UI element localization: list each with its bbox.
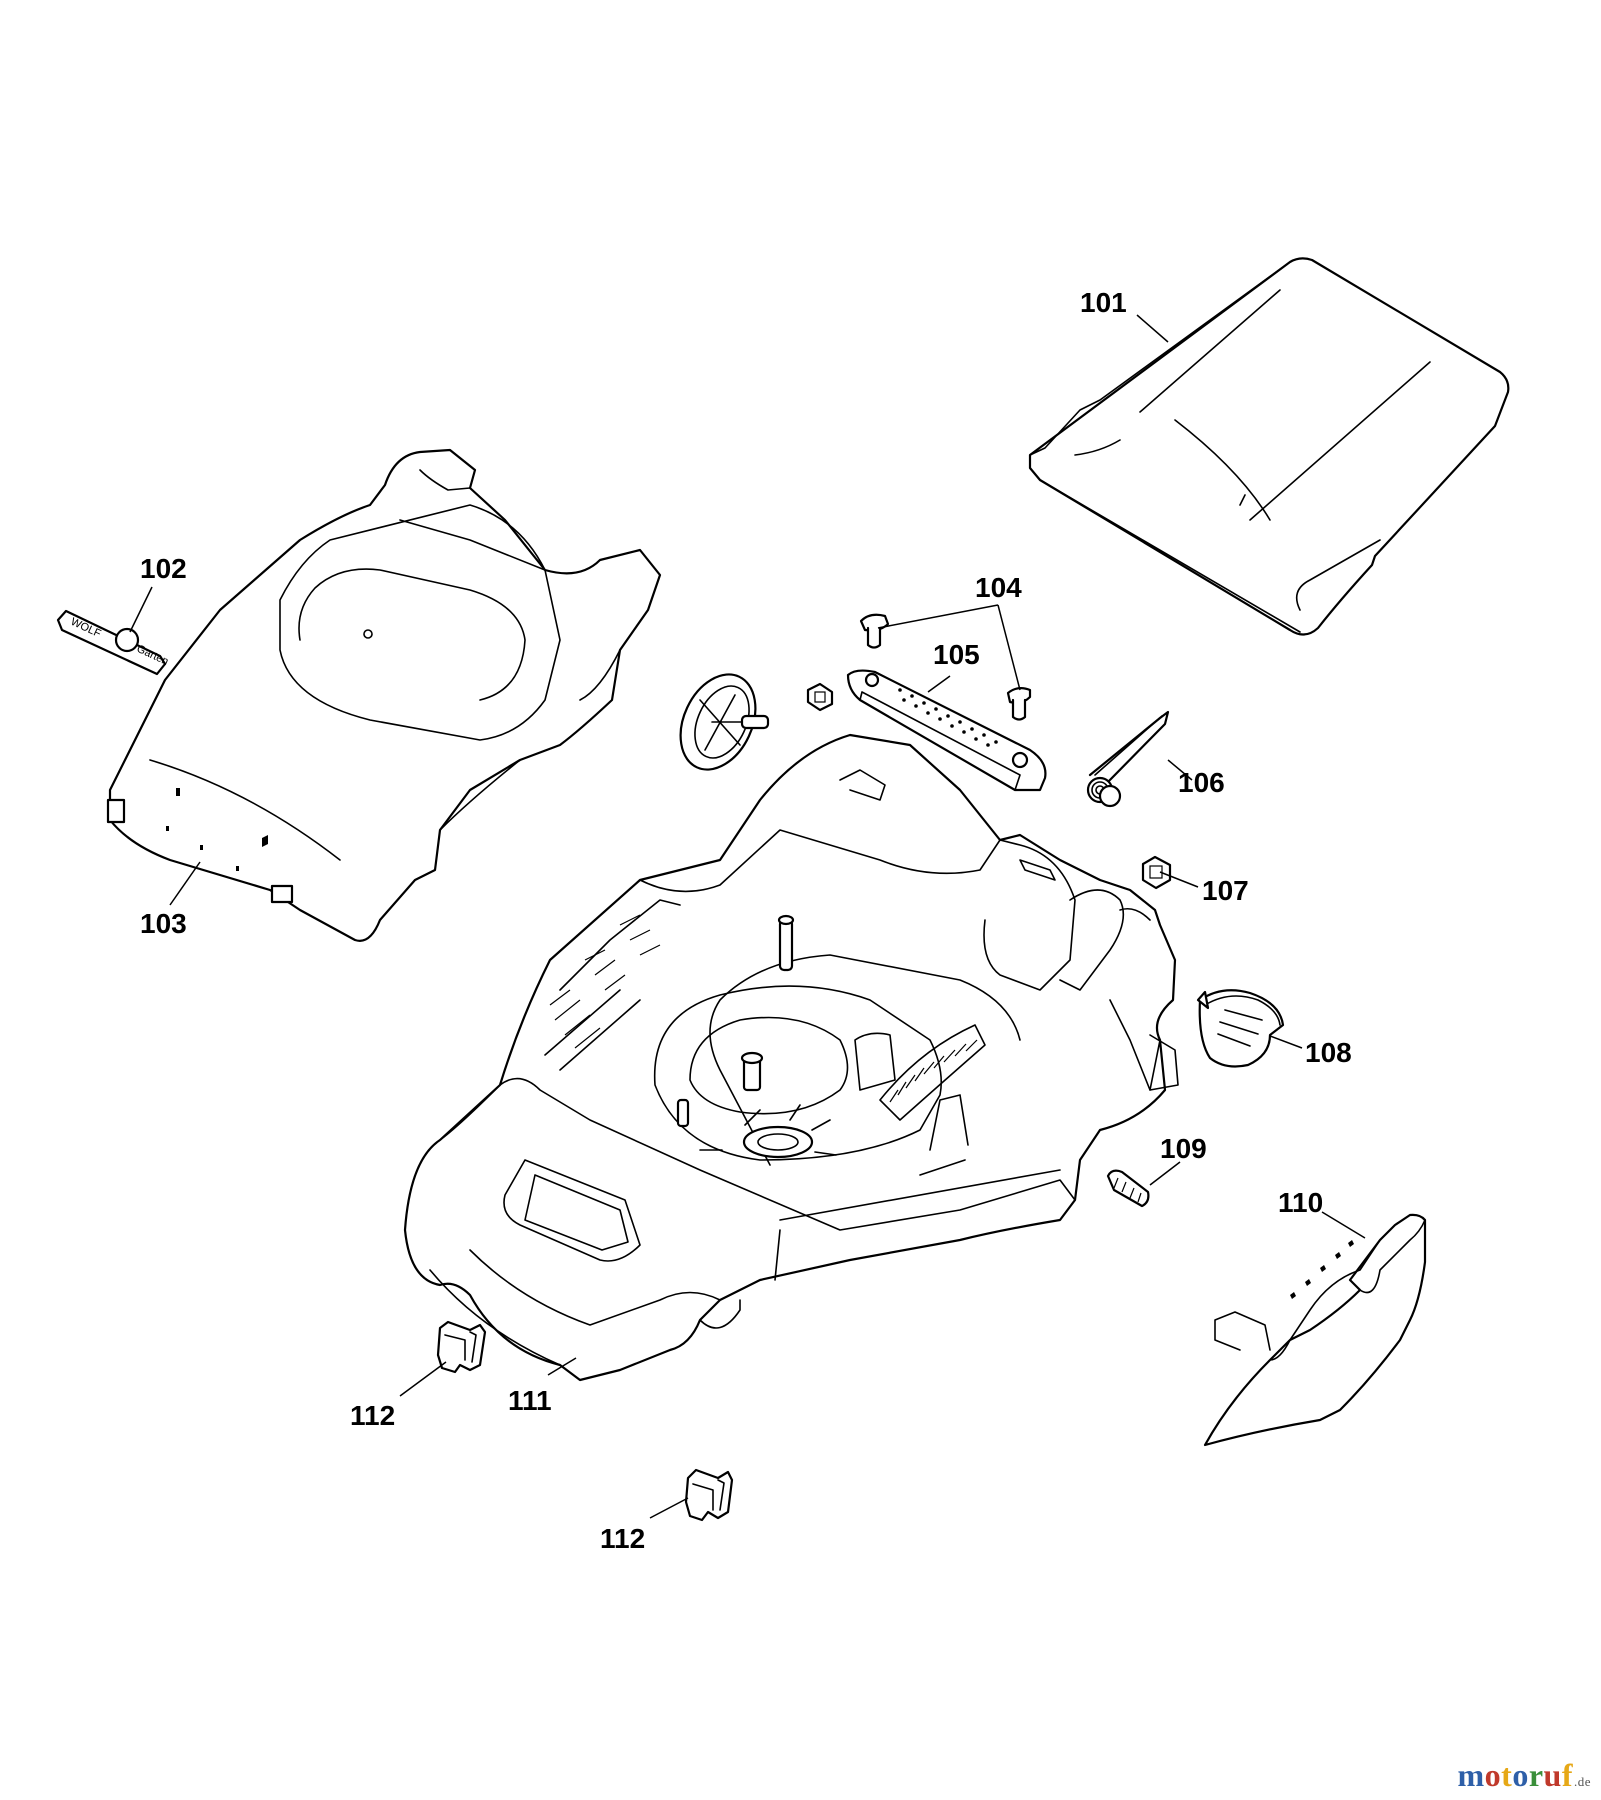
callout-102: 102 — [140, 553, 187, 584]
watermark-letters: motoruf — [1458, 1757, 1573, 1793]
callout-101: 101 — [1080, 287, 1127, 318]
callout-111: 111 — [508, 1385, 552, 1416]
part-104-screws — [859, 613, 1032, 721]
watermark-letter: o — [1512, 1757, 1529, 1793]
watermark-letter: f — [1561, 1757, 1573, 1793]
part-103-cover — [106, 448, 662, 942]
watermark-letter: m — [1457, 1757, 1485, 1793]
watermark-logo: motoruf.de — [1458, 1757, 1592, 1794]
callout-105: 105 — [933, 639, 980, 670]
part-109-pin — [1106, 1169, 1150, 1208]
part-105-handle — [846, 669, 1047, 792]
axle-hub — [679, 673, 770, 771]
watermark-letter: u — [1543, 1757, 1562, 1793]
callout-106: 106 — [1178, 767, 1225, 798]
part-108-knob — [1196, 989, 1285, 1068]
leader-lines — [129, 314, 1366, 1519]
part-102-badge: WOLF Garten — [56, 609, 170, 676]
watermark-letter: r — [1528, 1757, 1544, 1793]
watermark-letter: o — [1484, 1757, 1502, 1793]
callout-labels: 101 102 103 104 105 106 107 108 109 110 … — [140, 287, 1352, 1554]
callout-112-upper: 112 — [350, 1400, 395, 1431]
deck-ribs — [549, 914, 661, 1049]
part-107-nut — [1141, 855, 1172, 890]
callout-110: 110 — [1278, 1187, 1323, 1218]
handle-grip-dots — [898, 688, 998, 747]
part-106-spring — [1086, 710, 1170, 808]
callout-108: 108 — [1305, 1037, 1352, 1068]
watermark-letter: t — [1501, 1757, 1513, 1793]
deck-fins — [889, 1039, 978, 1103]
part-101-lid — [1028, 257, 1510, 636]
part-110-flap — [1203, 1213, 1427, 1447]
callout-103: 103 — [140, 908, 187, 939]
watermark-suffix: .de — [1573, 1774, 1591, 1789]
callout-112-lower: 112 — [600, 1523, 645, 1554]
part-112-clip-upper — [436, 1320, 487, 1374]
part-111-deck — [403, 733, 1179, 1382]
square-nut — [806, 682, 834, 712]
part-112-clip-lower — [684, 1468, 734, 1522]
callout-104: 104 — [975, 572, 1022, 603]
callout-109: 109 — [1160, 1133, 1207, 1164]
callout-107: 107 — [1202, 875, 1249, 906]
